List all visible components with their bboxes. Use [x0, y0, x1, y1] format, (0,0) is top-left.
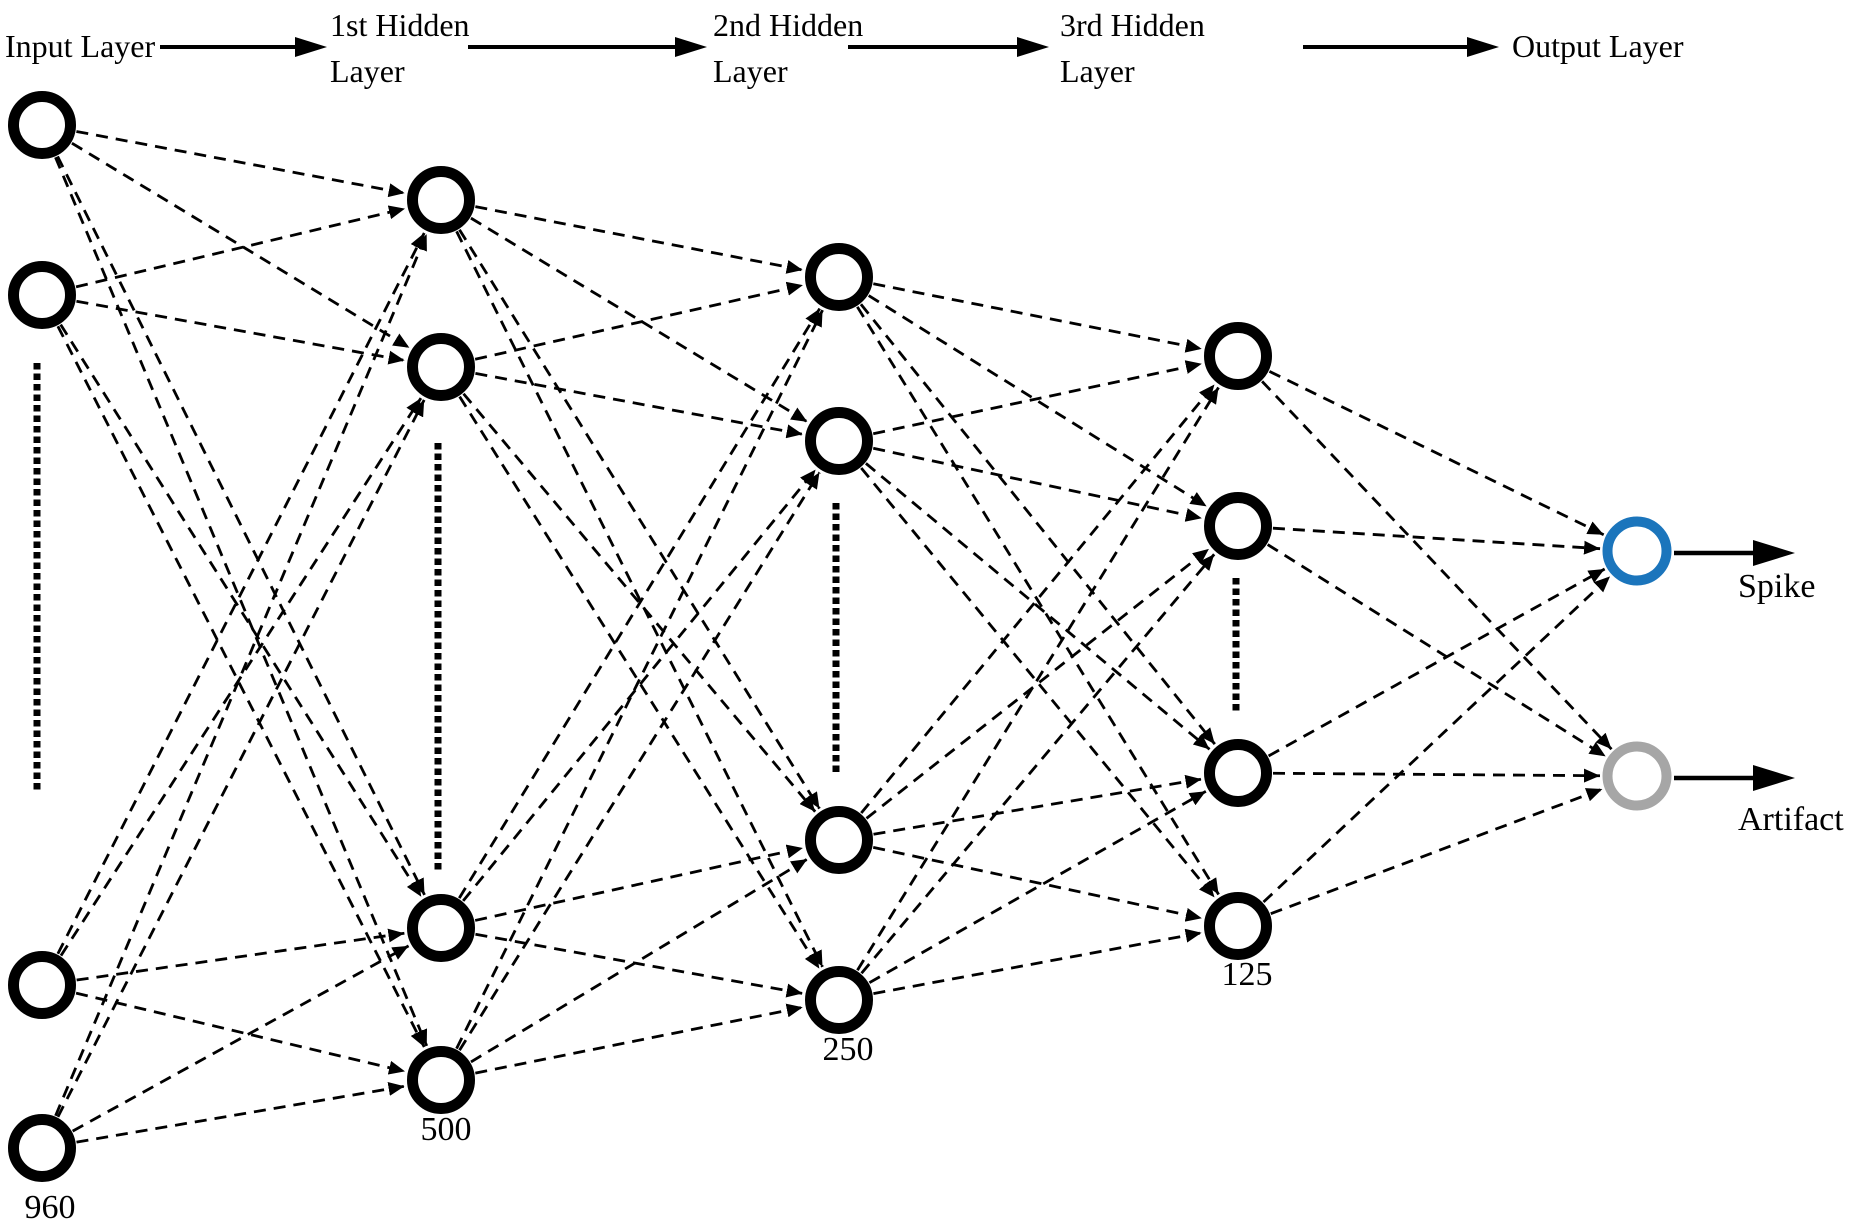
connection-edge: [856, 386, 1220, 971]
input-node-3: [8, 951, 76, 1019]
connection-edge: [873, 928, 1202, 995]
layer-title-output-layer: Output Layer: [1512, 28, 1684, 64]
connection-edge: [1268, 370, 1605, 537]
output-label-artifact: Artifact: [1738, 801, 1844, 838]
connection-edge: [1262, 575, 1611, 904]
connection-edge: [458, 307, 821, 899]
connection-edge: [860, 553, 1216, 975]
hidden-1-node-4: [407, 1046, 475, 1114]
hidden-1-node-2: [407, 333, 475, 401]
layer-title-first-hidden-layer-line1: 1st Hidden: [330, 7, 470, 43]
connection-edge: [860, 383, 1216, 814]
connection-edge: [856, 306, 1220, 896]
connection-edge: [1270, 787, 1603, 915]
header-arrow-1-head: [295, 37, 327, 57]
hidden-3-node-1: [1204, 322, 1272, 390]
connection-edge: [470, 857, 809, 1064]
connection-edge: [859, 303, 1216, 746]
connection-edge: [1272, 526, 1601, 555]
connection-edge: [868, 790, 1207, 984]
hidden-3-node-4: [1204, 892, 1272, 960]
connection-edge: [75, 991, 406, 1075]
connection-edge: [71, 944, 410, 1133]
layer-title-second-hidden-layer-line1: 2nd Hidden: [713, 7, 863, 43]
connection-edge: [475, 372, 803, 439]
header-arrow-3-head: [1017, 37, 1049, 57]
connection-edge: [462, 468, 817, 902]
connection-edge: [54, 156, 429, 1047]
input-node-2: [8, 261, 76, 329]
connection-edge: [865, 462, 1211, 751]
output-node-artifact: [1602, 741, 1672, 811]
hidden-1-node-1: [407, 166, 475, 234]
layer-title-third-hidden-layer-line1: 3rd Hidden: [1060, 7, 1205, 43]
connection-edge: [56, 325, 426, 1048]
connection-edge: [474, 844, 804, 922]
hidden-1-count-label: 500: [421, 1111, 472, 1148]
connection-edge: [462, 392, 817, 813]
connection-edge: [455, 309, 824, 1050]
header-arrow-2-head: [675, 37, 707, 57]
hidden-2-node-2: [805, 407, 873, 475]
connection-edge: [475, 1003, 804, 1075]
connection-edge: [71, 141, 411, 350]
connection-edge: [455, 230, 824, 968]
input-node-1: [8, 91, 76, 159]
hidden-3-node-3: [1204, 739, 1272, 807]
header-arrow-4-head: [1467, 37, 1499, 57]
connection-edge: [872, 360, 1203, 436]
connection-edge: [1266, 543, 1607, 758]
layer-title-third-hidden-layer-line2: Layer: [1060, 53, 1135, 89]
connection-edge: [470, 216, 809, 424]
connection-edge: [56, 399, 426, 1118]
connection-edge: [867, 294, 1208, 508]
connection-edge: [1272, 768, 1601, 783]
hidden-1-node-3: [407, 894, 475, 962]
connection-edge: [458, 395, 821, 970]
connection-edge: [1267, 567, 1606, 758]
connection-edge: [860, 467, 1216, 899]
hidden-2-node-4: [805, 966, 873, 1034]
hidden-2-node-3: [805, 806, 873, 874]
connection-edge: [75, 205, 406, 289]
hidden-3-count-label: 125: [1222, 956, 1273, 993]
input-count-label: 960: [25, 1189, 76, 1224]
connection-edge: [474, 281, 804, 361]
layer-title-second-hidden-layer-line2: Layer: [713, 53, 788, 89]
connection-edge: [76, 1082, 405, 1144]
connection-edge: [56, 232, 426, 955]
connection-edge: [458, 471, 821, 1052]
connection-edge: [1261, 380, 1613, 751]
connection-edge: [873, 774, 1202, 836]
connection-edge: [76, 130, 405, 198]
layer-title-first-hidden-layer-line2: Layer: [330, 53, 405, 89]
output-node-spike: [1602, 516, 1672, 586]
connection-edge: [59, 397, 423, 957]
output-arrow-artifact-head: [1753, 765, 1795, 791]
layer-title-input-layer: Input Layer: [5, 28, 156, 64]
connection-edge: [872, 846, 1203, 922]
input-node-4: [8, 1114, 76, 1182]
output-label-spike: Spike: [1738, 568, 1815, 605]
hidden-2-node-1: [805, 243, 873, 311]
connection-edge: [872, 446, 1203, 522]
hidden-2-count-label: 250: [823, 1031, 874, 1068]
connection-edge: [873, 282, 1202, 353]
connection-edge: [76, 299, 405, 365]
connection-edge: [475, 932, 803, 998]
connection-edge: [54, 233, 428, 1117]
connection-edge: [865, 547, 1210, 820]
connection-edge: [76, 928, 405, 982]
output-arrow-spike-head: [1753, 540, 1795, 566]
connection-edge: [56, 155, 426, 896]
connection-edge: [475, 205, 803, 274]
connection-edge: [458, 228, 821, 810]
hidden-3-node-2: [1204, 492, 1272, 560]
connection-edge: [59, 323, 423, 898]
